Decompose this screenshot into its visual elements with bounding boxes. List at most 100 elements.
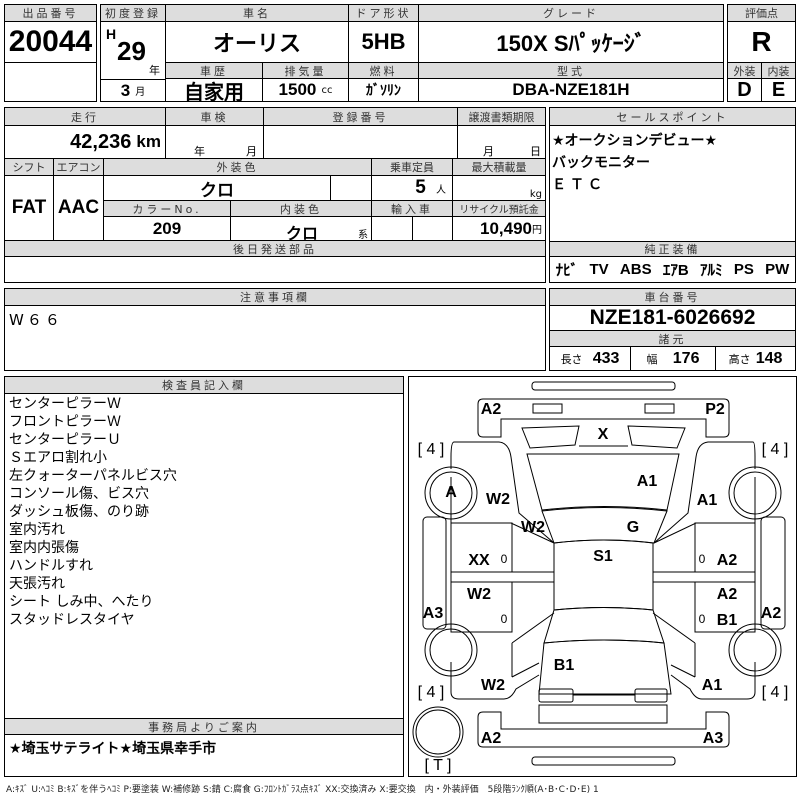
damage-mark: W2	[481, 677, 505, 694]
width-value: 176	[672, 349, 700, 367]
fuel-label: 燃料	[349, 63, 419, 79]
damage-mark: A2	[760, 605, 782, 622]
equipment-list: ﾅﾋﾞ TV ABS ｴｱB ｱﾙﾐ PS PW	[550, 257, 795, 282]
recycle-value: 10,490	[480, 218, 532, 238]
capacity-label: 乗車定員	[372, 159, 453, 176]
damage-mark: A1	[636, 473, 658, 490]
ext-color-label: 外装色	[104, 159, 372, 176]
displacement-value: 1500	[278, 80, 317, 99]
inspection-label: 車検	[166, 108, 264, 126]
reg-no-value	[264, 126, 458, 159]
note-line: コンソール傷、ビス穴	[9, 486, 149, 502]
equipment-item: TV	[589, 261, 609, 278]
note-line: 左クォーターパネルビス穴	[9, 468, 177, 484]
max-load-label: 最大積載量	[453, 159, 545, 176]
equipment-item: ｱﾙﾐ	[700, 262, 723, 279]
tire-tread-mark: [ 4 ]	[761, 684, 789, 701]
ext-score: D	[728, 79, 762, 101]
car-name-label: 車名	[166, 5, 349, 22]
note-line: フロントピラーＷ	[9, 414, 121, 430]
recycle-label: リサイクル預託金	[453, 201, 545, 217]
details-box: 走行 車検 登録番号 譲渡書類期限 42,236 km 年 月 月 日 シフト …	[4, 107, 546, 283]
displacement-unit: cc	[321, 84, 333, 96]
note-line: 天張汚れ	[9, 576, 65, 592]
spare-tire-icon	[412, 706, 464, 758]
lot-number: 20044	[5, 22, 96, 63]
note-line: シート しみ中、へたり	[9, 594, 154, 610]
color-no-label: カラーNo.	[104, 201, 231, 217]
history: 自家用	[166, 79, 263, 104]
era: H	[106, 26, 117, 42]
height: 高さ 148	[716, 347, 795, 370]
grade-label: グレード	[419, 5, 723, 22]
year-unit: 年	[149, 64, 160, 77]
ext-score-label: 外装	[728, 63, 762, 79]
damage-diagram: A2 P2 X [ 4 ] [ 4 ] A W2 A1 A1 W2 G XX 0…	[408, 376, 797, 777]
equipment-item: PS	[733, 261, 754, 278]
inspector-notes: センターピラーＷ フロントピラーＷ センターピラーＵ Ｓエアロ割れ小 左クォータ…	[9, 395, 177, 629]
car-outline	[412, 381, 786, 766]
tire-tread-mark: [ 4 ]	[417, 684, 445, 701]
capacity: 5 人	[372, 176, 453, 201]
displacement: 1500 cc	[263, 79, 349, 101]
model-code: DBA-NZE181H	[512, 80, 630, 99]
transfer-day-unit: 日	[530, 145, 541, 158]
import-2	[413, 217, 453, 241]
width: 幅 176	[631, 347, 716, 370]
caution-text: W６６	[9, 311, 63, 329]
length-value: 433	[592, 349, 620, 367]
note-line: 室内内張傷	[9, 540, 79, 556]
sales-point: ＥＴＣ	[552, 177, 606, 193]
int-score-label: 内装	[762, 63, 795, 79]
chassis-box: 車台番号 NZE181-6026692 諸元 長さ 433 幅 176 高さ 1…	[549, 288, 796, 371]
inspection-value: 年 月	[166, 126, 264, 159]
first-reg-month: 3 月	[101, 79, 166, 101]
damage-mark: 0	[698, 612, 706, 626]
damage-mark: A2	[716, 552, 738, 569]
reg-no-label: 登録番号	[264, 108, 458, 126]
transfer-value: 月 日	[458, 126, 545, 159]
first-reg-label: 初度登録	[101, 5, 166, 22]
vehicle-info: 初度登録 車名 ドア形状 グレード H 29 年 オーリス 5HB 150X S…	[100, 4, 724, 104]
ext-color: クロ	[104, 176, 331, 201]
model-label: 型式	[419, 63, 723, 79]
sales-point: ★オークションデビュー★	[552, 133, 718, 149]
damage-mark: XX	[468, 552, 490, 569]
damage-mark: P2	[705, 401, 725, 418]
tire-icon	[728, 623, 782, 677]
equipment-item: ｴｱB	[662, 262, 689, 279]
note-line: センターピラーＷ	[9, 396, 121, 412]
import-1	[372, 217, 413, 241]
damage-mark: 0	[500, 612, 508, 626]
chassis-number: NZE181-6026692	[550, 306, 795, 331]
score-label: 評価点	[728, 5, 795, 22]
capacity-unit: 人	[436, 184, 446, 196]
inspection-month-unit: 月	[246, 145, 257, 158]
office-text: ★埼玉サテライト★埼玉県幸手市	[9, 741, 217, 757]
damage-mark: W2	[521, 519, 545, 536]
year: 29	[117, 36, 146, 66]
max-load-unit: kg	[453, 176, 545, 201]
damage-mark: B1	[716, 612, 738, 629]
door-label: ドア形状	[349, 5, 419, 22]
tire-tread-mark: [ 4 ]	[417, 441, 445, 458]
score-box: 評価点 R 外装 内装 D E	[727, 4, 796, 102]
damage-mark: A2	[480, 401, 502, 418]
transfer-month-unit: 月	[483, 145, 494, 158]
fuel: ｶﾞｿﾘﾝ	[349, 79, 419, 101]
inspection-year-unit: 年	[194, 145, 205, 158]
mileage-value: 42,236	[70, 130, 132, 153]
first-reg-year: H 29 年	[101, 22, 166, 79]
shift: FAT	[5, 176, 54, 241]
int-color-unit: 系	[358, 230, 368, 241]
equipment-item: ﾅﾋﾞ	[555, 262, 579, 279]
transfer-label: 譲渡書類期限	[458, 108, 545, 126]
later-parts-label: 後日発送部品	[5, 241, 545, 257]
note-line: スタッドレスタイヤ	[9, 612, 135, 628]
length-label: 長さ	[560, 352, 583, 366]
damage-mark: A	[445, 484, 457, 501]
damage-mark: A2	[480, 730, 502, 747]
damage-mark: A1	[701, 677, 723, 694]
mileage-unit: km	[136, 132, 161, 151]
